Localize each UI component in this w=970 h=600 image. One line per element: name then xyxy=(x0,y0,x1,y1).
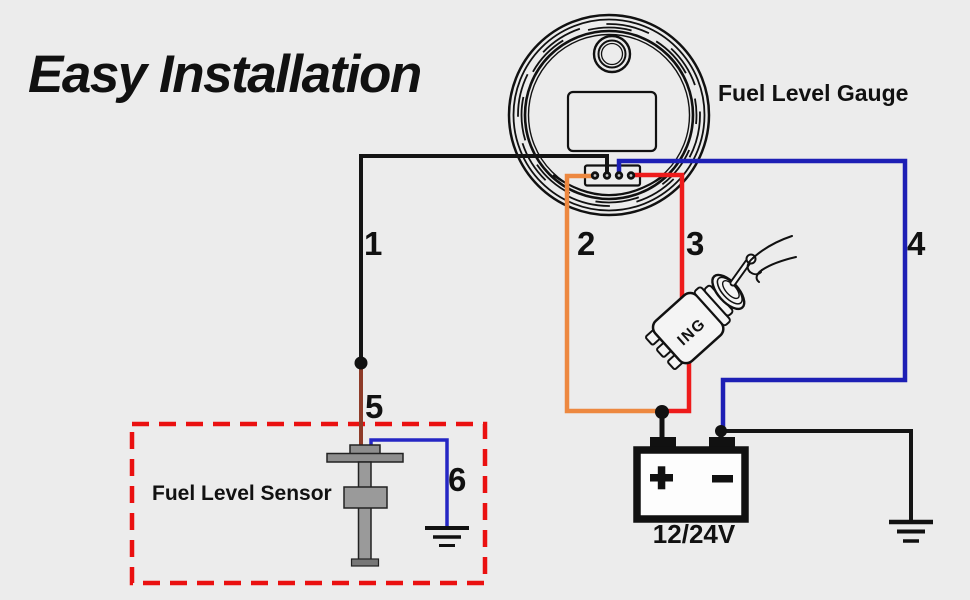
connector-pin-center xyxy=(593,174,597,177)
fuel-level-sensor-illustration xyxy=(326,444,404,567)
battery-plus-icon xyxy=(650,466,673,490)
gauge-knurl-ring xyxy=(520,26,698,204)
battery-negative-ground-wire xyxy=(723,429,913,520)
battery-terminal xyxy=(650,437,676,449)
ignition-switch-illustration: ING xyxy=(645,235,797,371)
connector-pins xyxy=(590,171,636,180)
battery-illustration xyxy=(633,412,749,523)
ignition-cap xyxy=(721,280,740,300)
wire-3-red-upper xyxy=(633,172,685,323)
sensor-rod xyxy=(357,461,372,562)
wire-number-3: 3 xyxy=(686,225,705,262)
sensor-label: Fuel Level Sensor xyxy=(152,482,332,505)
wire-number-4: 4 xyxy=(907,225,926,262)
wire-1-black xyxy=(359,154,609,363)
battery-voltage-label: 12/24V xyxy=(652,519,736,549)
wire-4-blue xyxy=(616,158,908,428)
wire-3-red-lower xyxy=(664,349,692,414)
junction-dot xyxy=(354,356,368,370)
wire-number-2: 2 xyxy=(577,225,596,262)
gauge-knurl-ring xyxy=(517,23,701,207)
hand-illustration xyxy=(746,235,797,283)
connector-pin-center xyxy=(605,174,609,177)
gauge-inner-ring xyxy=(523,29,695,201)
gauge-display-window xyxy=(566,90,658,153)
page-title: Easy Installation xyxy=(28,45,422,104)
fuel-level-gauge-illustration xyxy=(507,13,711,217)
wire-number-5: 5 xyxy=(365,388,384,425)
ground-icon xyxy=(889,519,933,543)
sensor-float xyxy=(343,486,388,509)
wire-2-orange xyxy=(564,173,658,414)
battery-body xyxy=(633,446,749,523)
battery-terminal xyxy=(709,437,735,449)
sensor-foot xyxy=(350,558,380,567)
gauge-knob-icon xyxy=(597,39,627,69)
wire-number-6: 6 xyxy=(448,461,467,498)
gauge-ring xyxy=(512,18,706,212)
gauge-outer-ring xyxy=(507,13,711,217)
gauge-knob-icon xyxy=(600,42,624,66)
sensor-ground-icon xyxy=(425,526,469,547)
gauge-label: Fuel Level Gauge xyxy=(718,80,909,106)
sensor-flange xyxy=(326,452,404,463)
battery-minus-icon xyxy=(712,475,733,483)
fuel-sensor-dashed-box xyxy=(129,421,488,586)
wire-number-1: 1 xyxy=(364,225,383,262)
connector-pin-center xyxy=(629,174,633,177)
connector-pin-center xyxy=(617,174,621,177)
